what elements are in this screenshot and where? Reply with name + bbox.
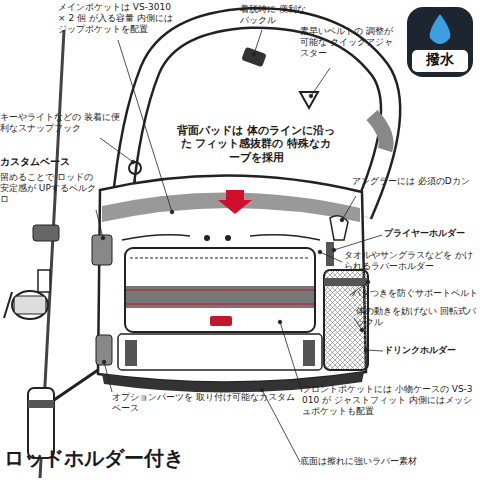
feature-callout: カスタムベース — [0, 156, 96, 168]
badge-text: 撥水 — [406, 51, 474, 69]
feature-callout: 留めることで ロッドの安定感が UPするベルクロ — [0, 172, 96, 205]
strap-pad — [372, 115, 386, 150]
quick-adjuster — [300, 92, 318, 108]
feature-callout: 底面は擦れに強いラバー素材 — [300, 456, 478, 467]
feature-callout: バタつきを防ぐサポートベルト — [352, 288, 480, 299]
snap-hook — [129, 162, 141, 174]
feature-callout: メインポケットは VS-3010 × 2 個 が入る容量 内側にはジップポケット… — [58, 2, 176, 35]
feature-callout: 背面パッドは 体のラインに沿った フィット感抜群の 特殊なカーブを採用 — [176, 124, 336, 164]
custom-base — [92, 235, 112, 265]
rod-holder — [28, 370, 98, 458]
d-ring — [330, 216, 348, 240]
feature-callout: プライヤーホルダー — [384, 228, 480, 239]
feature-callout: タオルやサングラスなどを かけられるラバーホルダー — [344, 250, 480, 272]
feature-callout: 体の動きを妨げない 回転式バックル — [356, 306, 480, 328]
feature-callout: オプションパーツを 取り付け可能なカスタムベース — [112, 392, 298, 414]
feature-callout: フロントポケットには 小物ケースの VS-3010 が ジャストフィット 内側に… — [302, 384, 478, 417]
velcro-strap — [33, 225, 59, 241]
buckle — [241, 47, 266, 68]
front-pocket — [125, 248, 315, 332]
feature-callout: アングラーには 必須のDカン — [352, 176, 478, 187]
feature-heading: ロッドホルダー付き — [4, 446, 204, 470]
badge-outline — [406, 6, 474, 78]
plier-holder — [326, 242, 334, 266]
feature-callout: キーやライトなどの 装着に便利なスナップフック — [0, 112, 122, 134]
water-repellent-badge: 撥水 — [406, 6, 474, 78]
feature-callout: 着脱時に 便利なバックル — [240, 4, 306, 26]
feature-callout: 素早いベルトの 調整が可能な クイックアジャスター — [300, 26, 398, 59]
water-drop — [430, 14, 451, 44]
spinning-reel — [4, 270, 50, 319]
red-arrow — [218, 190, 252, 214]
logo-patch — [210, 316, 232, 326]
feature-callout: ドリンクホルダー — [384, 345, 480, 356]
